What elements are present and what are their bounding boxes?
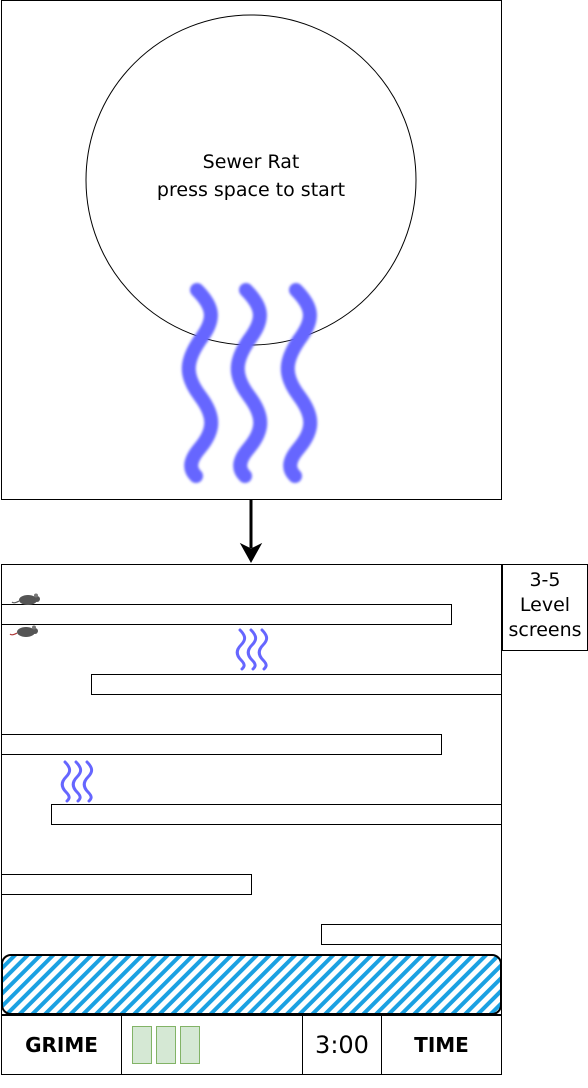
- rat-icon: [11, 593, 40, 605]
- title-text-block: Sewer Rat press space to start: [86, 148, 416, 204]
- grime-meter-block: [156, 1026, 176, 1064]
- timer-cell: 3:00: [302, 1015, 382, 1075]
- game-title: Sewer Rat: [202, 151, 300, 173]
- stench-icon-small: [60, 760, 94, 803]
- stench-lines-large: [181, 283, 318, 483]
- platform-4: [51, 804, 502, 825]
- grime-meter: [121, 1015, 303, 1075]
- rat-icon: [9, 625, 38, 637]
- stench-icon-small: [235, 628, 269, 671]
- platform-2: [91, 674, 502, 695]
- platform-6: [321, 924, 502, 945]
- title-screen-frame: [1, 0, 502, 500]
- sewer-water: [1, 954, 502, 1015]
- time-label-cell: TIME: [381, 1015, 502, 1075]
- grime-label: GRIME: [25, 1033, 98, 1057]
- time-label: TIME: [414, 1033, 469, 1057]
- level-count-label: 3-5 Level screens: [502, 564, 588, 651]
- platform-1: [1, 604, 452, 625]
- grime-meter-block: [132, 1026, 152, 1064]
- flow-arrow: [239, 500, 263, 564]
- platform-3: [1, 734, 442, 755]
- timer-value: 3:00: [315, 1031, 369, 1059]
- start-prompt: press space to start: [156, 179, 346, 201]
- grime-label-cell: GRIME: [1, 1015, 122, 1075]
- platform-5: [1, 874, 252, 895]
- grime-meter-block: [180, 1026, 200, 1064]
